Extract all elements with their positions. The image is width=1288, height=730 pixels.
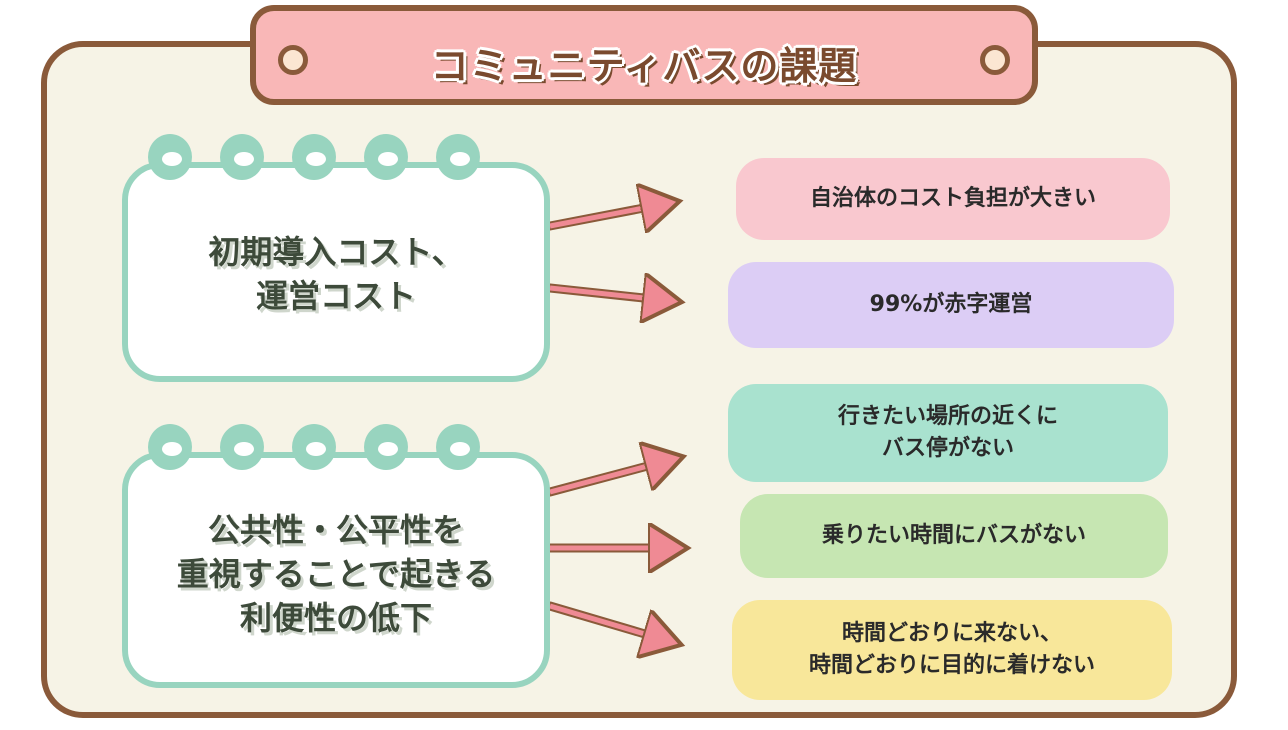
effect-deficit: 99%が赤字運営: [728, 262, 1174, 348]
notebook-ring-icon: [292, 424, 336, 470]
cause-convenience: 公共性・公平性を 重視することで起きる 利便性の低下: [122, 424, 550, 688]
cause-cost: 初期導入コスト、 運営コスト: [122, 134, 550, 382]
effect-line: 乗りたい時間にバスがない: [821, 523, 1086, 548]
effect-line: 時間どおりに来ない、: [841, 621, 1062, 646]
cause-line: 重視することで起きる: [176, 555, 496, 593]
notebook-ring-icon: [148, 134, 192, 180]
effect-line: 自治体のコスト負担が大きい: [809, 186, 1096, 211]
notebook-ring-icon: [436, 134, 480, 180]
effect-no-bus-time: 乗りたい時間にバスがない: [740, 494, 1168, 578]
notebook-ring-icon: [220, 134, 264, 180]
ring-hole-icon: [278, 45, 308, 75]
cause-line: 公共性・公平性を: [207, 511, 464, 549]
page-title: コミュニティバスの課題: [430, 44, 858, 88]
effect-no-stop: 行きたい場所の近くに バス停がない: [728, 384, 1168, 482]
effect-unpunctual: 時間どおりに来ない、 時間どおりに目的に着けない: [732, 600, 1172, 700]
cause-line: 初期導入コスト、: [208, 233, 464, 271]
notebook-ring-icon: [292, 134, 336, 180]
effect-line: 行きたい場所の近くに: [837, 404, 1058, 429]
notebook-ring-icon: [148, 424, 192, 470]
cause-line: 運営コスト: [255, 277, 416, 315]
effect-cost-burden: 自治体のコスト負担が大きい: [736, 158, 1170, 240]
notebook-ring-icon: [364, 424, 408, 470]
cause-line: 利便性の低下: [239, 599, 432, 637]
effect-line: 99%が赤字運営: [869, 292, 1033, 317]
cause-text: 公共性・公平性を 重視することで起きる 利便性の低下: [128, 508, 544, 640]
cause-text: 初期導入コスト、 運営コスト: [128, 230, 544, 318]
effect-line: バス停がない: [881, 436, 1014, 461]
ring-hole-icon: [980, 45, 1010, 75]
notebook-ring-icon: [436, 424, 480, 470]
effect-line: 時間どおりに目的に着けない: [808, 653, 1095, 678]
title-banner: コミュニティバスの課題: [250, 5, 1038, 105]
notebook-ring-icon: [220, 424, 264, 470]
notebook-ring-icon: [364, 134, 408, 180]
